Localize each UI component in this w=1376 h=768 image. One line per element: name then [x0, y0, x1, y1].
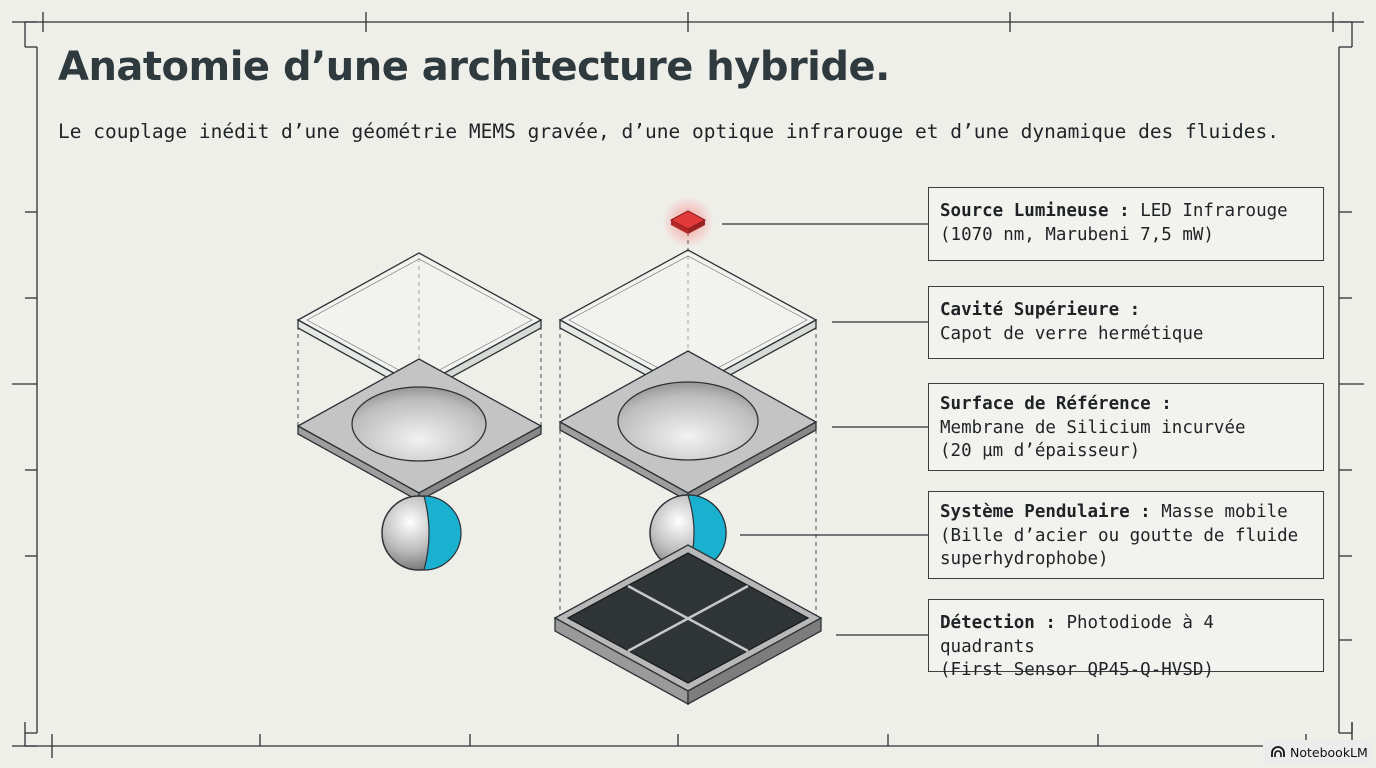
callout-label: Système Pendulaire :: [940, 502, 1151, 522]
right-stack: [553, 196, 823, 706]
callout-desc: Photodiode à 4 quadrants (First Sensor Q…: [940, 613, 1214, 680]
callout-desc: Masse mobile (Bille d’acier ou goutte de…: [940, 502, 1299, 569]
callout-upper-cavity: Cavité Supérieure : Capot de verre hermé…: [928, 286, 1324, 359]
page-title: Anatomie d’une architecture hybride.: [58, 44, 890, 90]
callout-label: Source Lumineuse :: [940, 201, 1130, 221]
quadrant-photodiode: [553, 544, 823, 706]
ir-led-source: [662, 196, 714, 248]
notebooklm-badge[interactable]: NotebookLM: [1263, 740, 1373, 764]
callout-label: Détection :: [940, 613, 1056, 633]
left-stack: [296, 252, 543, 571]
page-subtitle: Le couplage inédit d’une géométrie MEMS …: [58, 120, 1279, 143]
callout-label: Cavité Supérieure :: [940, 300, 1141, 320]
notebooklm-logo-icon: [1271, 746, 1285, 757]
leader-lines: [722, 223, 928, 636]
callout-light-source: Source Lumineuse : LED Infrarouge (1070 …: [928, 187, 1324, 261]
membrane-right: [558, 350, 818, 503]
callout-detection: Détection : Photodiode à 4 quadrants (Fi…: [928, 599, 1324, 680]
membrane-left: [296, 358, 543, 503]
callout-desc: Capot de verre hermétique: [940, 323, 1204, 344]
callout-reference-surface: Surface de Référence : Membrane de Silic…: [928, 383, 1324, 471]
callout-desc: LED Infrarouge (1070 nm, Marubeni 7,5 mW…: [940, 201, 1288, 245]
badge-label: NotebookLM: [1290, 744, 1368, 760]
callout-desc: Membrane de Silicium incurvée (20 µm d’é…: [940, 417, 1246, 462]
steel-ball-left: [381, 495, 462, 571]
callout-pendulum-system: Système Pendulaire : Masse mobile (Bille…: [928, 491, 1324, 579]
callout-label: Surface de Référence :: [940, 394, 1172, 414]
